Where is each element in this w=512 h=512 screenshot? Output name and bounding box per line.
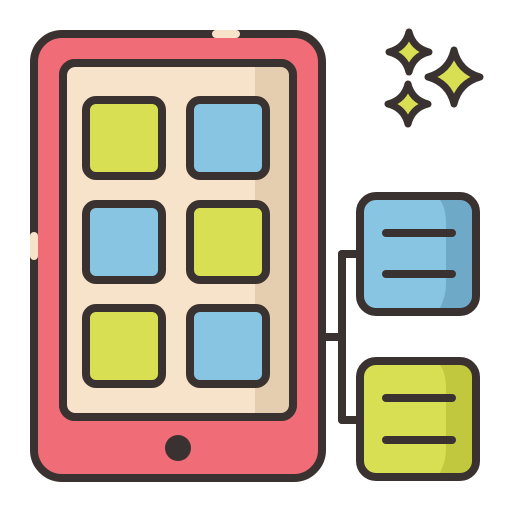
home-button-icon bbox=[165, 435, 191, 461]
side-card-green bbox=[356, 357, 480, 481]
side-card-blue-lines bbox=[382, 229, 456, 278]
app-tile-grid bbox=[82, 96, 270, 388]
sparkle-small-bottom-icon bbox=[384, 80, 432, 128]
sparkle-large-icon bbox=[424, 46, 484, 108]
app-tile-r2c2 bbox=[186, 200, 270, 284]
app-tile-r2c1 bbox=[82, 200, 166, 284]
app-tile-r3c1 bbox=[82, 304, 166, 388]
sparkles bbox=[384, 28, 484, 128]
side-card-green-lines bbox=[382, 394, 456, 444]
tablet-device bbox=[30, 30, 326, 482]
sparkle-small-top-icon bbox=[385, 28, 433, 76]
app-tile-r3c2 bbox=[186, 304, 270, 388]
app-tile-r1c2 bbox=[186, 96, 270, 180]
app-tile-r1c1 bbox=[82, 96, 166, 180]
side-card-blue bbox=[356, 192, 480, 316]
